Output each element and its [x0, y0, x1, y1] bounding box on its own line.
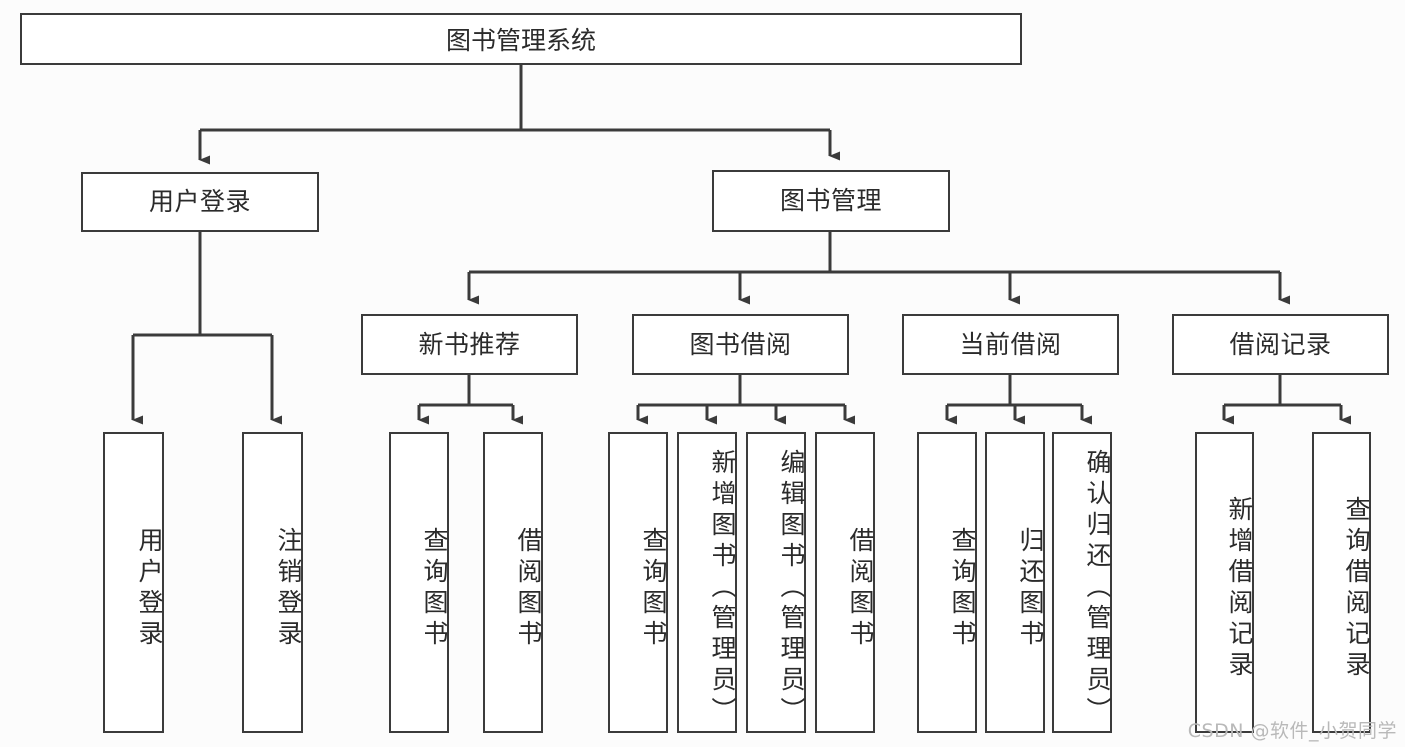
node-current-borrow-label: 当前借阅 [959, 329, 1062, 359]
leaf-edit-book-label: 编辑图书（管理员） [777, 449, 806, 728]
leaf-borrow-book-2-label: 借阅图书 [846, 526, 875, 651]
leaf-borrow-book-1-label: 借阅图书 [514, 526, 543, 651]
leaf-query-book-3-label: 查询图书 [948, 526, 977, 651]
leaf-user-login[interactable]: 用户登录 [103, 432, 164, 733]
node-root[interactable]: 图书管理系统 [20, 13, 1022, 65]
node-book-borrow-label: 图书借阅 [689, 329, 792, 359]
leaf-query-book-2-label: 查询图书 [639, 526, 668, 651]
leaf-query-record-label: 查询借阅记录 [1342, 495, 1371, 682]
node-book-manage[interactable]: 图书管理 [712, 170, 950, 232]
leaf-add-book-label: 新增图书（管理员） [708, 449, 737, 728]
node-book-borrow[interactable]: 图书借阅 [632, 314, 849, 375]
leaf-query-book-1[interactable]: 查询图书 [389, 432, 449, 733]
leaf-edit-book[interactable]: 编辑图书（管理员） [746, 432, 806, 733]
node-current-borrow[interactable]: 当前借阅 [902, 314, 1119, 375]
leaf-logout-login-label: 注销登录 [274, 526, 303, 651]
leaf-query-record[interactable]: 查询借阅记录 [1312, 432, 1371, 733]
node-new-book-recommend-label: 新书推荐 [418, 329, 521, 359]
leaf-borrow-book-1[interactable]: 借阅图书 [483, 432, 543, 733]
node-user-login[interactable]: 用户登录 [81, 172, 319, 232]
node-root-label: 图书管理系统 [445, 26, 596, 55]
leaf-borrow-book-2[interactable]: 借阅图书 [815, 432, 875, 733]
leaf-query-book-2[interactable]: 查询图书 [608, 432, 668, 733]
leaf-return-book[interactable]: 归还图书 [985, 432, 1045, 733]
leaf-add-record[interactable]: 新增借阅记录 [1195, 432, 1254, 733]
node-user-login-label: 用户登录 [148, 187, 251, 217]
leaf-user-login-label: 用户登录 [135, 526, 164, 651]
leaf-add-record-label: 新增借阅记录 [1225, 495, 1254, 682]
leaf-add-book[interactable]: 新增图书（管理员） [677, 432, 737, 733]
watermark-text: CSDN @软件_小贺同学 [1187, 720, 1397, 742]
node-new-book-recommend[interactable]: 新书推荐 [361, 314, 578, 375]
node-borrow-record-label: 借阅记录 [1229, 329, 1332, 359]
node-book-manage-label: 图书管理 [779, 186, 882, 216]
leaf-query-book-3[interactable]: 查询图书 [917, 432, 977, 733]
leaf-logout-login[interactable]: 注销登录 [242, 432, 303, 733]
leaf-return-book-label: 归还图书 [1016, 526, 1045, 651]
leaf-confirm-return-label: 确认归还（管理员） [1083, 449, 1112, 728]
leaf-query-book-1-label: 查询图书 [420, 526, 449, 651]
node-borrow-record[interactable]: 借阅记录 [1172, 314, 1389, 375]
leaf-confirm-return[interactable]: 确认归还（管理员） [1052, 432, 1112, 733]
